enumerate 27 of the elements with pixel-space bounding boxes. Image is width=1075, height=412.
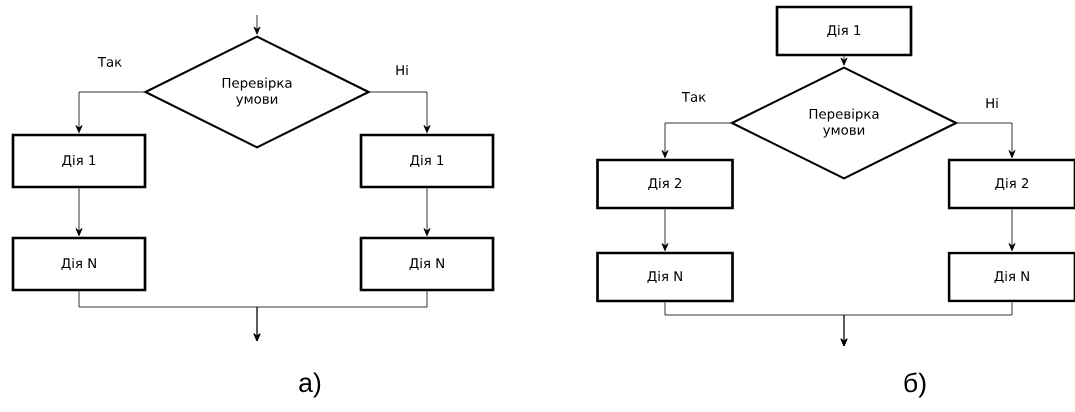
process-box: Дія N bbox=[11, 236, 147, 292]
panel-label: а) bbox=[299, 372, 321, 398]
edge-label: Ні bbox=[983, 96, 1001, 110]
process-box: Дія 2 bbox=[947, 158, 1075, 210]
process-box: Дія N bbox=[947, 251, 1075, 303]
arrow bbox=[75, 187, 83, 237]
arrow bbox=[661, 122, 731, 159]
arrow bbox=[840, 301, 1013, 347]
process-box: Дія 1 bbox=[359, 133, 495, 189]
arrow bbox=[369, 91, 431, 134]
process-box: Дія N bbox=[359, 236, 495, 292]
arrow bbox=[75, 91, 145, 134]
arrow bbox=[423, 187, 431, 237]
edge-label: Ні bbox=[393, 63, 411, 77]
arrow bbox=[957, 122, 1016, 159]
arrow bbox=[253, 290, 428, 342]
arrow bbox=[1008, 208, 1016, 252]
process-box: Дія 2 bbox=[596, 158, 734, 210]
edge-label: Так bbox=[96, 55, 124, 69]
process-box: Дія 1 bbox=[775, 5, 913, 57]
arrow bbox=[661, 208, 669, 252]
process-box: Дія N bbox=[596, 251, 734, 303]
process-box: Дія 1 bbox=[11, 133, 147, 189]
arrow bbox=[840, 55, 848, 66]
panel-label: б) bbox=[904, 372, 926, 398]
arrow bbox=[253, 14, 261, 35]
edge-label: Так bbox=[680, 90, 708, 104]
